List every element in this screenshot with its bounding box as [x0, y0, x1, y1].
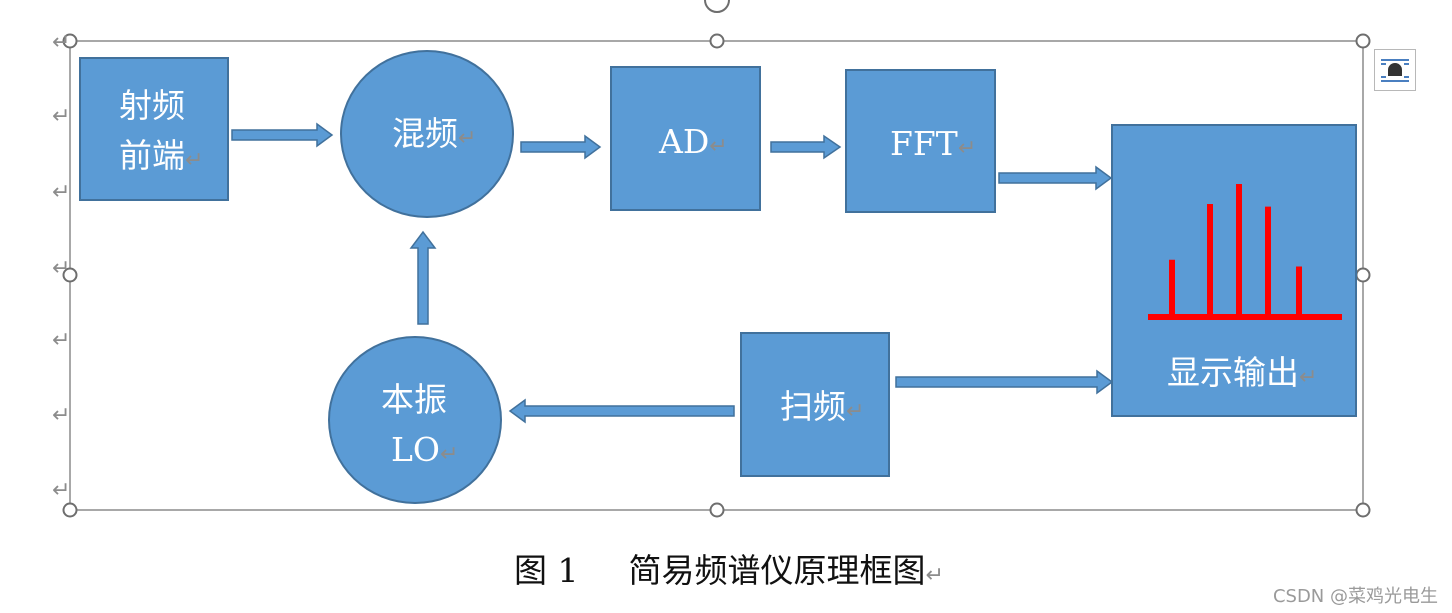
figure-number: 图 1 — [514, 551, 579, 590]
arrow-lo-to-mixer — [409, 230, 437, 325]
rf-front-end-node[interactable]: 射频 前端↵ — [79, 57, 229, 201]
resize-handle-bottom-right[interactable] — [1355, 502, 1371, 518]
paragraph-mark-left-3: ↵ — [52, 180, 71, 205]
display-output-node[interactable]: 显示输出↵ — [1111, 124, 1357, 417]
arrow-sweep-to-display — [895, 369, 1114, 395]
arrow-sweep-to-lo — [508, 398, 735, 424]
local-oscillator-node[interactable]: 本振 LO↵ — [328, 336, 502, 504]
mixer-label: 混频↵ — [392, 114, 477, 153]
fft-label: FFT↵ — [890, 124, 977, 163]
paragraph-mark-left-7: ↵ — [52, 478, 71, 503]
paragraph-mark-left-5: ↵ — [52, 328, 71, 353]
arrow-ad-to-fft — [770, 134, 842, 160]
layout-options-button[interactable] — [1374, 49, 1416, 91]
local-oscillator-label-line1: 本振 — [381, 380, 447, 419]
caption-paragraph-mark: ↵ — [925, 563, 944, 588]
arrow-rf-to-mixer — [231, 122, 334, 148]
ad-node[interactable]: AD↵ — [610, 66, 761, 211]
ad-label: AD↵ — [659, 122, 728, 161]
figure-caption: 图 1 简易频谱仪原理框图↵ — [514, 544, 944, 592]
figure-title: 简易频谱仪原理框图 — [628, 551, 926, 590]
local-oscillator-label-line2: LO↵ — [391, 430, 459, 469]
resize-handle-bottom-left[interactable] — [62, 502, 78, 518]
resize-handle-bottom[interactable] — [709, 502, 725, 518]
resize-handle-top[interactable] — [709, 33, 725, 49]
mixer-node[interactable]: 混频↵ — [340, 50, 514, 218]
fft-node[interactable]: FFT↵ — [845, 69, 996, 213]
sweep-node[interactable]: 扫频↵ — [740, 332, 890, 477]
spectrum-graphic — [1148, 184, 1342, 320]
arrow-fft-to-display — [998, 165, 1113, 191]
paragraph-mark-left-1: ↵ — [52, 30, 71, 55]
arrow-mixer-to-ad — [520, 134, 602, 160]
rotate-handle[interactable] — [704, 0, 730, 13]
resize-handle-top-right[interactable] — [1355, 33, 1371, 49]
display-output-label: 显示输出↵ — [1167, 353, 1318, 392]
resize-handle-top-left[interactable] — [62, 33, 78, 49]
rf-front-end-label-line2: 前端↵ — [119, 136, 204, 175]
paragraph-mark-left-4: ↵ — [52, 256, 71, 281]
layout-options-icon — [1381, 59, 1409, 82]
resize-handle-right[interactable] — [1355, 267, 1371, 283]
rf-front-end-label-line1: 射频 — [119, 86, 185, 125]
paragraph-mark-left-6: ↵ — [52, 403, 71, 428]
sweep-label: 扫频↵ — [780, 387, 865, 426]
watermark: CSDN @菜鸡光电生 — [1272, 586, 1438, 607]
resize-handle-left[interactable] — [62, 267, 78, 283]
paragraph-mark-left-2: ↵ — [52, 104, 71, 129]
